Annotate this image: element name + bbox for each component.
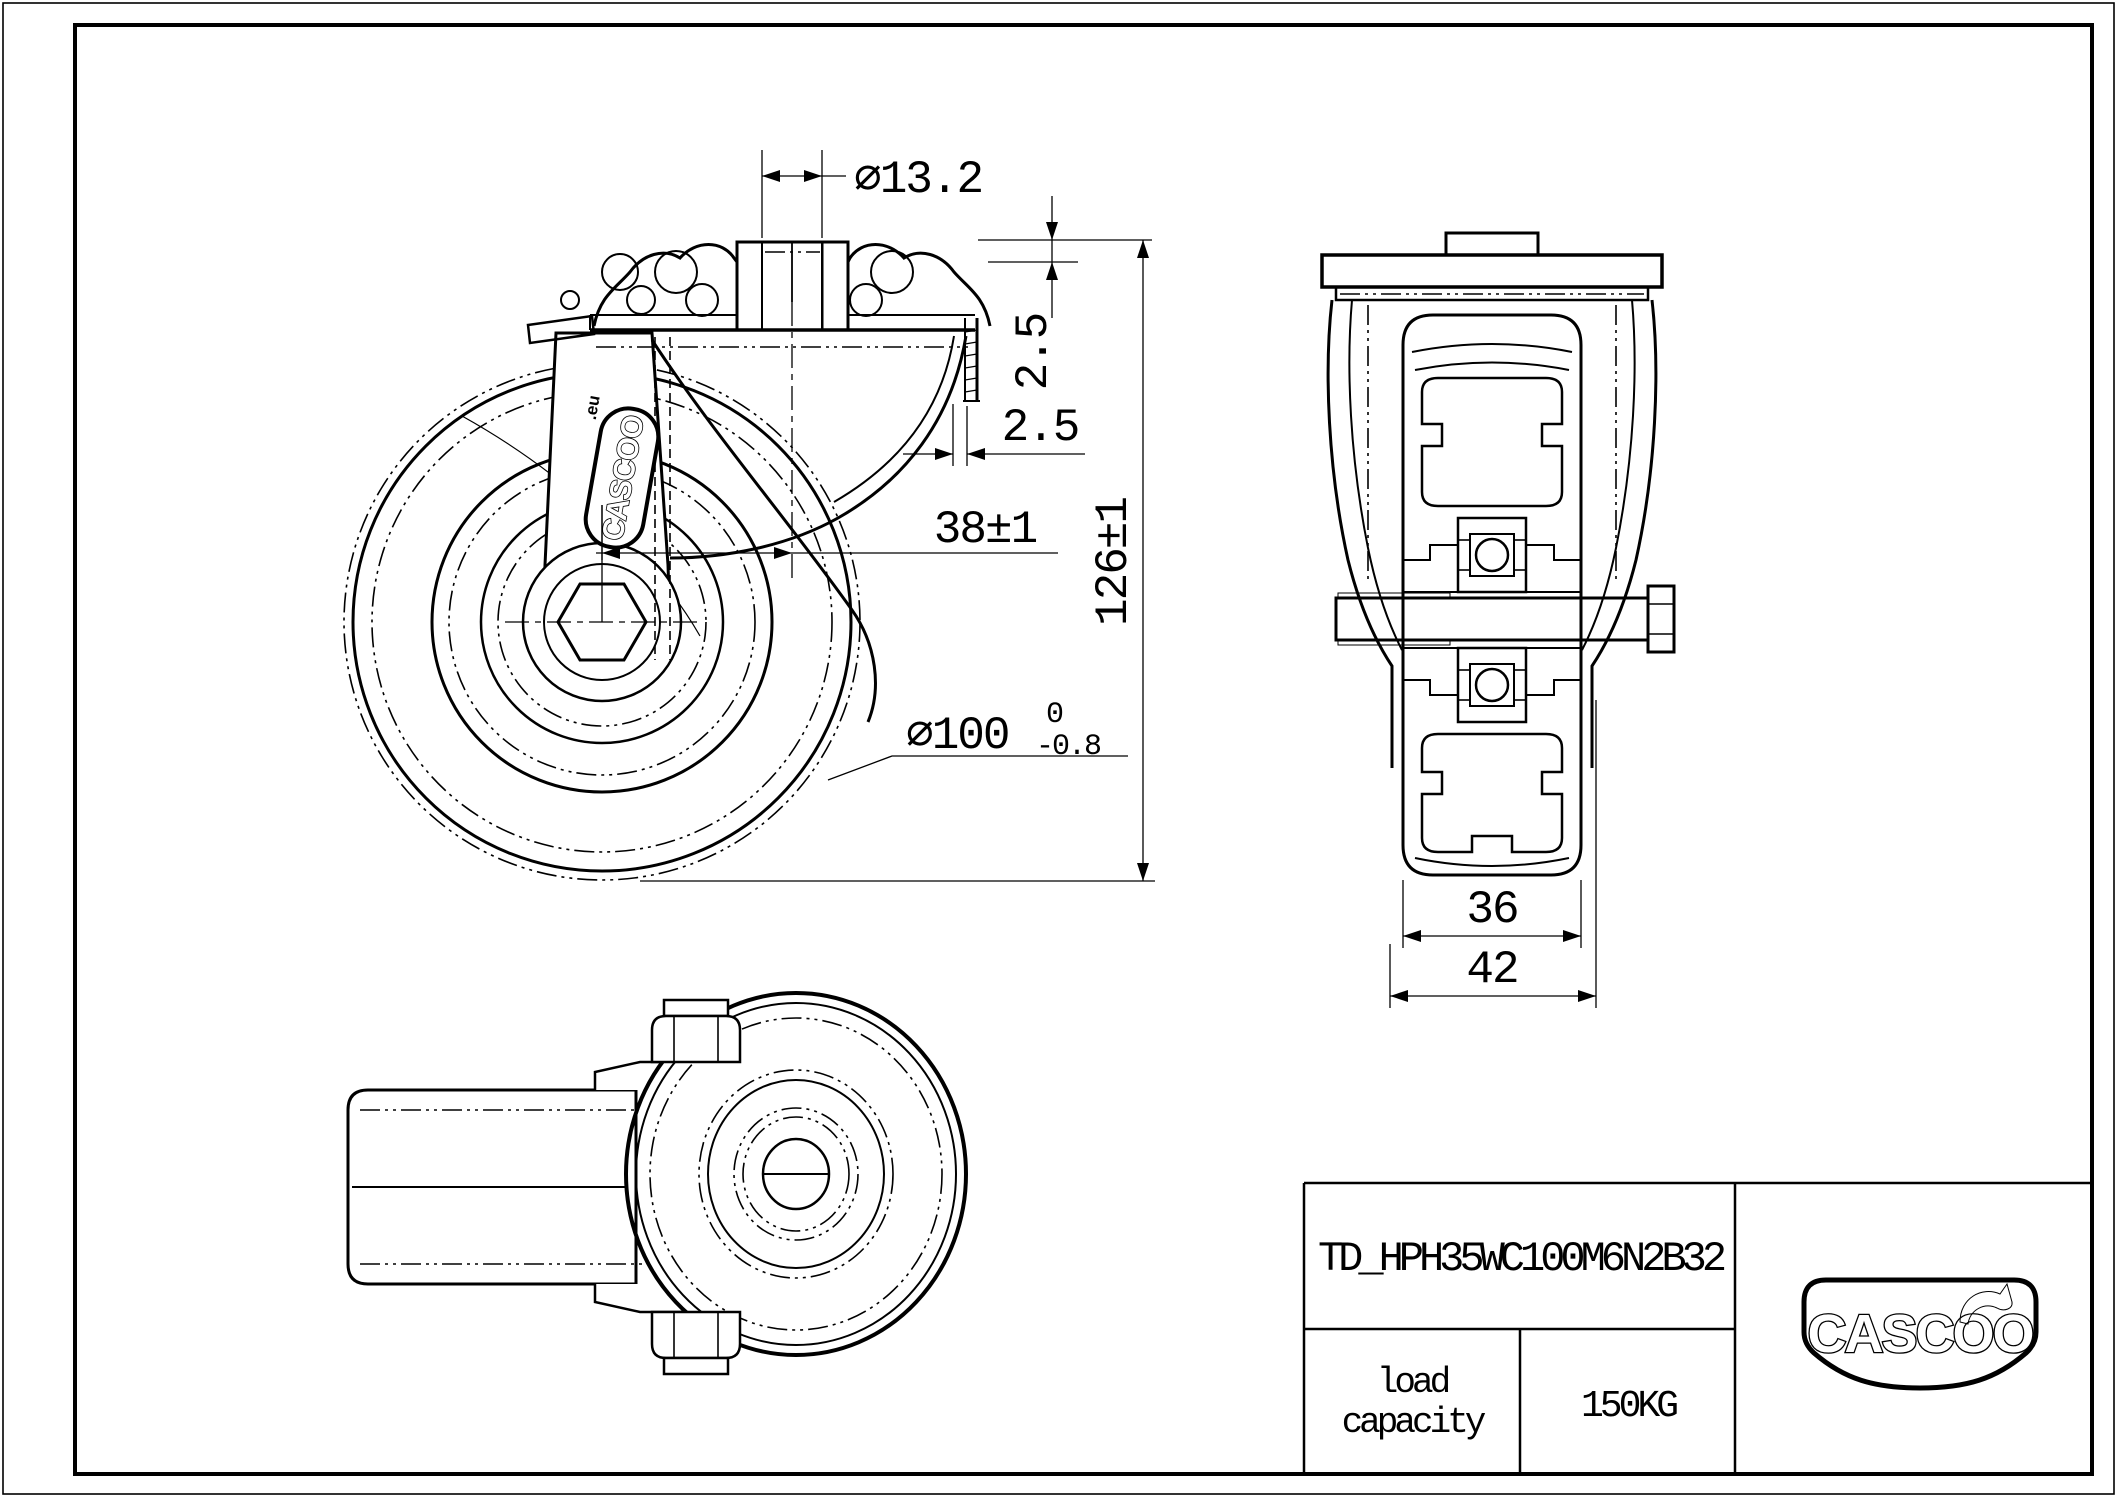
fork-leg-curve [650, 339, 877, 723]
dim-lip-text: 2.5 [1002, 402, 1079, 454]
bearing-ball-circle [1474, 537, 1510, 573]
fork-brand-badge: CASCOO .eu [581, 394, 661, 550]
dim-wheel-width: 36 [1402, 880, 1582, 948]
shell-right-outer [1590, 299, 1658, 768]
upper-bearing [1402, 516, 1582, 594]
load-capacity-label-line1: load [1377, 1362, 1449, 1403]
logo-badge-outline [1801, 1277, 2039, 1391]
wheel-section-outline [1401, 313, 1583, 877]
part-number: TD_HPH35WC100M6N2B32 [1318, 1235, 1725, 1283]
plate-top-tab [1444, 231, 1540, 257]
brand-logo: CASCOO [1801, 1277, 2039, 1391]
dim-lip: 2.5 [903, 402, 1085, 466]
bearing-ball-circle [1474, 667, 1510, 703]
dim-plate-thickness-text: 2.5 [1008, 314, 1060, 391]
dim-bolt-hole-text: ∅13.2 [854, 154, 982, 206]
dim-hub-width: 42 [1389, 700, 1597, 1008]
dim-wheel-dia-tol-top: 0 [1046, 698, 1063, 732]
dim-bolt-hole: ∅13.2 [761, 150, 984, 238]
logo-text: CASCOO [1807, 1304, 2032, 1364]
bearing-ball [870, 250, 914, 294]
side-view-top-plate [526, 240, 992, 402]
dim-wheel-width-text: 36 [1466, 884, 1517, 936]
bottom-bolt [650, 1310, 742, 1376]
load-capacity-value: 150KG [1581, 1385, 1677, 1428]
dim-height: 126±1 [640, 240, 1155, 882]
front-view: 36 42 [1320, 231, 1676, 1008]
fork-right-curve [669, 335, 968, 560]
axle-bar [1334, 584, 1676, 654]
dim-wheel-dia: ∅100 0 -0.8 [827, 698, 1128, 781]
side-view: CASCOO .eu [343, 150, 1155, 882]
inner-frame [73, 23, 2094, 1476]
mount-flange-lip [963, 318, 980, 402]
title-block: TD_HPH35WC100M6N2B32 load capacity 150KG… [1302, 1181, 2092, 1474]
bottom-view [346, 991, 968, 1376]
dim-offset-text: 38±1 [934, 504, 1037, 556]
lower-bearing [1402, 646, 1582, 724]
brake-lever-tab [526, 314, 596, 345]
load-capacity-label-line2: capacity [1342, 1402, 1486, 1443]
bearing-ball [849, 283, 883, 317]
dim-wheel-dia-text: ∅100 [906, 710, 1009, 762]
top-bolt [650, 998, 742, 1064]
dim-hub-width-text: 42 [1466, 944, 1517, 996]
dim-wheel-dia-tol-bottom: -0.8 [1036, 730, 1101, 764]
bearing-ball [654, 250, 698, 294]
dim-offset: 38±1 [596, 504, 1058, 560]
dim-plate-thickness: 2.5 [978, 196, 1152, 390]
shell-left-outer [1326, 299, 1394, 768]
axle-nut [1646, 584, 1676, 654]
fork-brand-suffix: .eu [581, 394, 604, 421]
bearing-ball [685, 283, 719, 317]
wheel-core-lower-section [1420, 732, 1564, 854]
dim-height-text: 126±1 [1088, 498, 1140, 626]
wheel-core-upper-section [1420, 376, 1564, 508]
logo-arrow-swoosh-icon [1959, 1282, 2013, 1325]
mounting-plate [1320, 253, 1664, 289]
